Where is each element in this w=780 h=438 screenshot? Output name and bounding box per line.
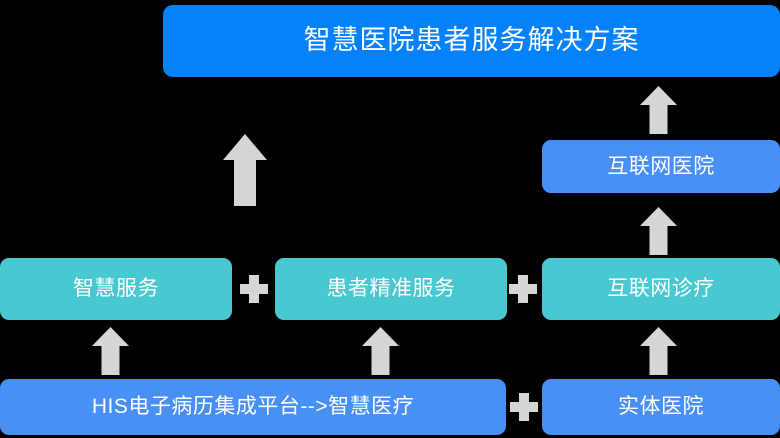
node-solution-banner[interactable]: 智慧医院患者服务解决方案 [163, 5, 780, 77]
node-solution-banner-label: 智慧医院患者服务解决方案 [303, 25, 640, 56]
arrow-up-icon-internet-diagnosis-to-internet-hospital [640, 207, 677, 255]
node-physical-hospital-label: 实体医院 [618, 395, 704, 419]
arrow-up-icon-his-to-smart-service [92, 327, 129, 375]
plus-operator-his-physical [510, 393, 538, 421]
node-smart-service[interactable]: 智慧服务 [0, 258, 232, 320]
node-internet-diagnosis-label: 互联网诊疗 [607, 277, 715, 301]
node-internet-hospital[interactable]: 互联网医院 [542, 140, 780, 193]
plus-operator-patient-internet [509, 275, 537, 303]
node-internet-hospital-label: 互联网医院 [607, 154, 715, 178]
arrow-up-icon-physical-hospital-to-internet-diagnosis [640, 327, 677, 375]
node-internet-diagnosis[interactable]: 互联网诊疗 [542, 258, 780, 320]
node-his-emr-platform[interactable]: HIS电子病历集成平台-->智慧医疗 [0, 379, 506, 435]
node-his-emr-platform-label: HIS电子病历集成平台-->智慧医疗 [91, 395, 415, 419]
arrow-up-icon-third-tier-to-banner [223, 134, 267, 206]
plus-operator-smart-patient [240, 275, 268, 303]
node-smart-service-label: 智慧服务 [73, 277, 159, 301]
node-physical-hospital[interactable]: 实体医院 [542, 379, 780, 435]
node-patient-precision-service-label: 患者精准服务 [326, 277, 456, 301]
arrow-up-icon-internet-hospital-to-banner [640, 86, 677, 134]
arrow-up-icon-his-to-patient-service [362, 327, 399, 375]
node-patient-precision-service[interactable]: 患者精准服务 [275, 258, 507, 320]
